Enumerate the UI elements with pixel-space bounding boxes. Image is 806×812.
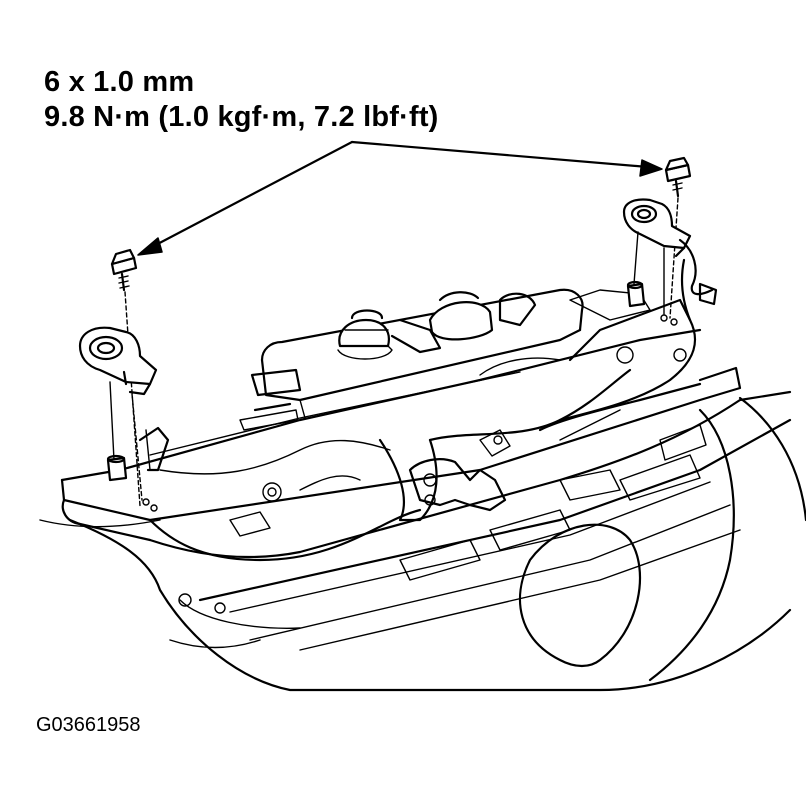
front-grille bbox=[39, 390, 806, 692]
left-bushing bbox=[106, 454, 128, 482]
radiator-support bbox=[60, 289, 742, 562]
right-mount bbox=[558, 156, 718, 422]
left-bracket bbox=[78, 326, 158, 396]
arrow-right-icon bbox=[639, 159, 663, 177]
radiator-tank bbox=[239, 288, 584, 431]
right-bolt-icon bbox=[664, 156, 692, 198]
torque-spec-label: 9.8 N·m (1.0 kgf·m, 7.2 lbf·ft) bbox=[44, 101, 439, 133]
left-bolt-icon bbox=[110, 248, 138, 292]
right-bracket bbox=[622, 198, 692, 258]
arrow-left-icon bbox=[137, 237, 163, 256]
callout-leaders bbox=[137, 140, 663, 256]
bolt-size-label: 6 x 1.0 mm bbox=[44, 66, 195, 98]
left-mount bbox=[78, 248, 170, 512]
right-bushing bbox=[626, 280, 646, 308]
figure-id-label: G03661958 bbox=[36, 714, 141, 736]
